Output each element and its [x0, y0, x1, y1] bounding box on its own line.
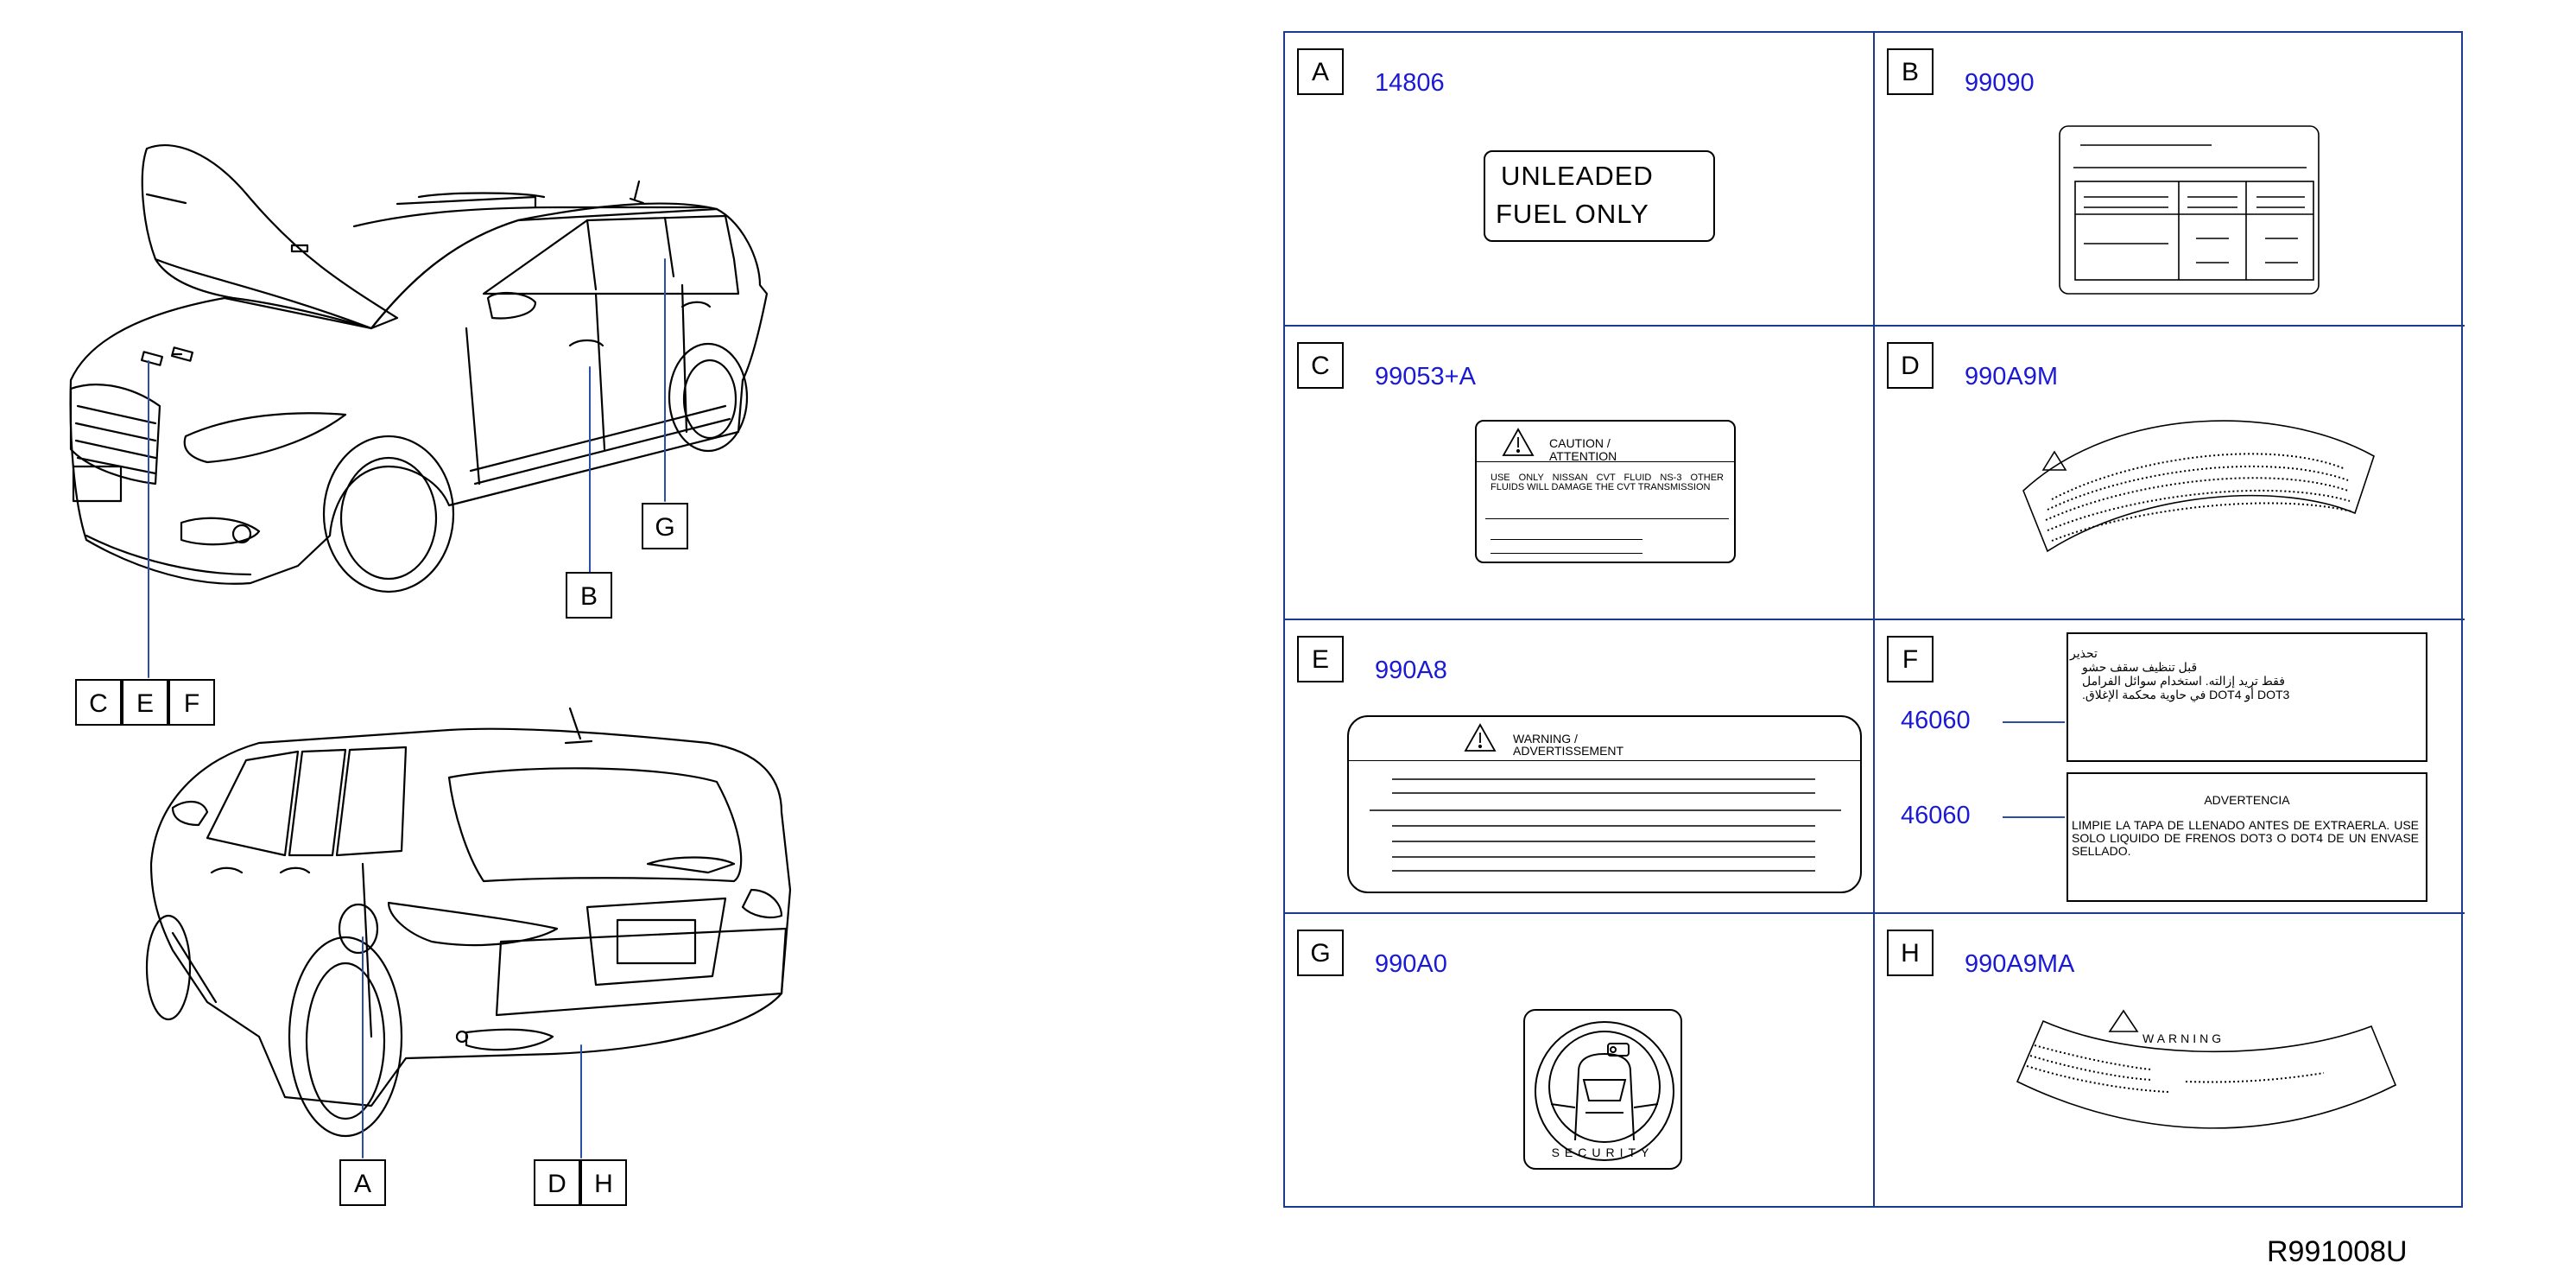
- caution-body: USE ONLY NISSAN CVT FLUID NS-3 OTHER FLU…: [1491, 473, 1724, 492]
- security-label: SECURITY: [1523, 1009, 1682, 1170]
- label-divider: [1485, 518, 1729, 519]
- callout-c: C: [75, 679, 122, 726]
- cell-e: E 990A8 WARNING / ADVERTISSEMENT: [1285, 620, 1875, 914]
- callout-h: H: [580, 1159, 627, 1206]
- label-divider: [1477, 461, 1734, 462]
- cell-b: B 99090: [1875, 33, 2465, 327]
- cell-letter: G: [1297, 930, 1344, 976]
- warning-triangle-icon: [1502, 428, 1535, 456]
- spanish-advertencia-label: ADVERTENCIA LIMPIE LA TAPA DE LLENADO AN…: [2066, 772, 2427, 902]
- cell-c: C 99053+A CAUTION / ATTENTION USE ONLY N…: [1285, 327, 1875, 620]
- label-line-2: FUEL ONLY: [1496, 199, 1649, 229]
- security-car-icon: [1535, 1021, 1674, 1161]
- cell-h: H 990A9MA WARNING: [1875, 914, 2465, 1208]
- cell-a: A 14806 UNLEADED FUEL ONLY: [1285, 33, 1875, 327]
- part-number: 99090: [1965, 69, 2035, 97]
- callout-g: G: [642, 503, 688, 549]
- cell-letter: B: [1887, 48, 1934, 95]
- arabic-line-1: تحذير: [2070, 646, 2098, 660]
- leader-line: [2003, 721, 2065, 723]
- vehicle-illustrations: C E F B G A D H: [0, 0, 864, 1282]
- part-number: 14806: [1375, 69, 1445, 97]
- security-ring-text: SECURITY: [1551, 1146, 1655, 1159]
- callout-d: D: [534, 1159, 580, 1206]
- part-number: 99053+A: [1375, 363, 1476, 390]
- part-number: 990A9MA: [1965, 950, 2075, 978]
- warning-title-line-2: ADVERTISSEMENT: [1513, 744, 1624, 758]
- cell-g: G 990A0 SECURITY: [1285, 914, 1875, 1208]
- callout-e: E: [122, 679, 168, 726]
- cell-letter: F: [1887, 636, 1934, 682]
- text-lines: [1370, 778, 1841, 872]
- caution-title-line-1: CAUTION /: [1549, 436, 1611, 450]
- tire-info-label: [2059, 125, 2320, 295]
- arabic-line-4: DOT3 أو DOT4 في حاوية محكمة الإغلاق.: [2082, 688, 2290, 701]
- blank-line: [1491, 553, 1642, 554]
- callout-b: B: [566, 572, 612, 619]
- curved-warning-label: [2022, 420, 2375, 553]
- cell-letter: H: [1887, 930, 1934, 976]
- cell-f: F 46060 46060 تحذير قبل تنظيف سقف حشو فق…: [1875, 620, 2465, 914]
- part-number: 990A8: [1375, 657, 1447, 684]
- cell-letter: E: [1297, 636, 1344, 682]
- cell-letter: D: [1887, 342, 1934, 389]
- arabic-line-2: قبل تنظيف سقف حشو: [2082, 660, 2198, 674]
- diagram-code: R991008U: [2267, 1235, 2408, 1268]
- part-number-bottom: 46060: [1901, 802, 1971, 829]
- label-divider: [1349, 760, 1860, 761]
- cell-d: D 990A9M: [1875, 327, 2465, 620]
- caution-title-line-2: ATTENTION: [1549, 449, 1617, 463]
- label-line-1: UNLEADED: [1501, 161, 1654, 191]
- advertencia-title: ADVERTENCIA: [2204, 793, 2290, 807]
- warning-advertissement-label: WARNING / ADVERTISSEMENT: [1347, 715, 1862, 893]
- cell-letter: A: [1297, 48, 1344, 95]
- part-number: 990A0: [1375, 950, 1447, 978]
- callout-f: F: [168, 679, 215, 726]
- vehicle-front-view: [69, 144, 792, 1158]
- caution-title: CAUTION / ATTENTION: [1549, 437, 1617, 463]
- curved-warning-label-h: [2016, 1009, 2397, 1129]
- label-grid: A 14806 UNLEADED FUEL ONLY B 99090: [1283, 31, 2465, 1208]
- unleaded-fuel-label: UNLEADED FUEL ONLY: [1484, 150, 1715, 242]
- arabic-caution-label: تحذير قبل تنظيف سقف حشو فقط تريد إزالته.…: [2066, 632, 2427, 762]
- arabic-line-3: فقط تريد إزالته. استخدام سوائل الفرامل: [2082, 674, 2285, 688]
- part-number-top: 46060: [1901, 707, 1971, 734]
- part-number: 990A9M: [1965, 363, 2059, 390]
- callout-a: A: [339, 1159, 386, 1206]
- warning-title: WARNING / ADVERTISSEMENT: [1513, 733, 1623, 757]
- cell-letter: C: [1297, 342, 1344, 389]
- warning-triangle-icon: [1464, 723, 1497, 752]
- blank-line: [1491, 539, 1642, 540]
- warning-title-line-1: WARNING /: [1513, 732, 1578, 746]
- leader-line: [2003, 816, 2065, 818]
- advertencia-body: LIMPIE LA TAPA DE LLENADO ANTES DE EXTRA…: [2072, 818, 2419, 858]
- cvt-caution-label: CAUTION / ATTENTION USE ONLY NISSAN CVT …: [1475, 420, 1736, 563]
- warning-title-h: WARNING: [2142, 1031, 2225, 1045]
